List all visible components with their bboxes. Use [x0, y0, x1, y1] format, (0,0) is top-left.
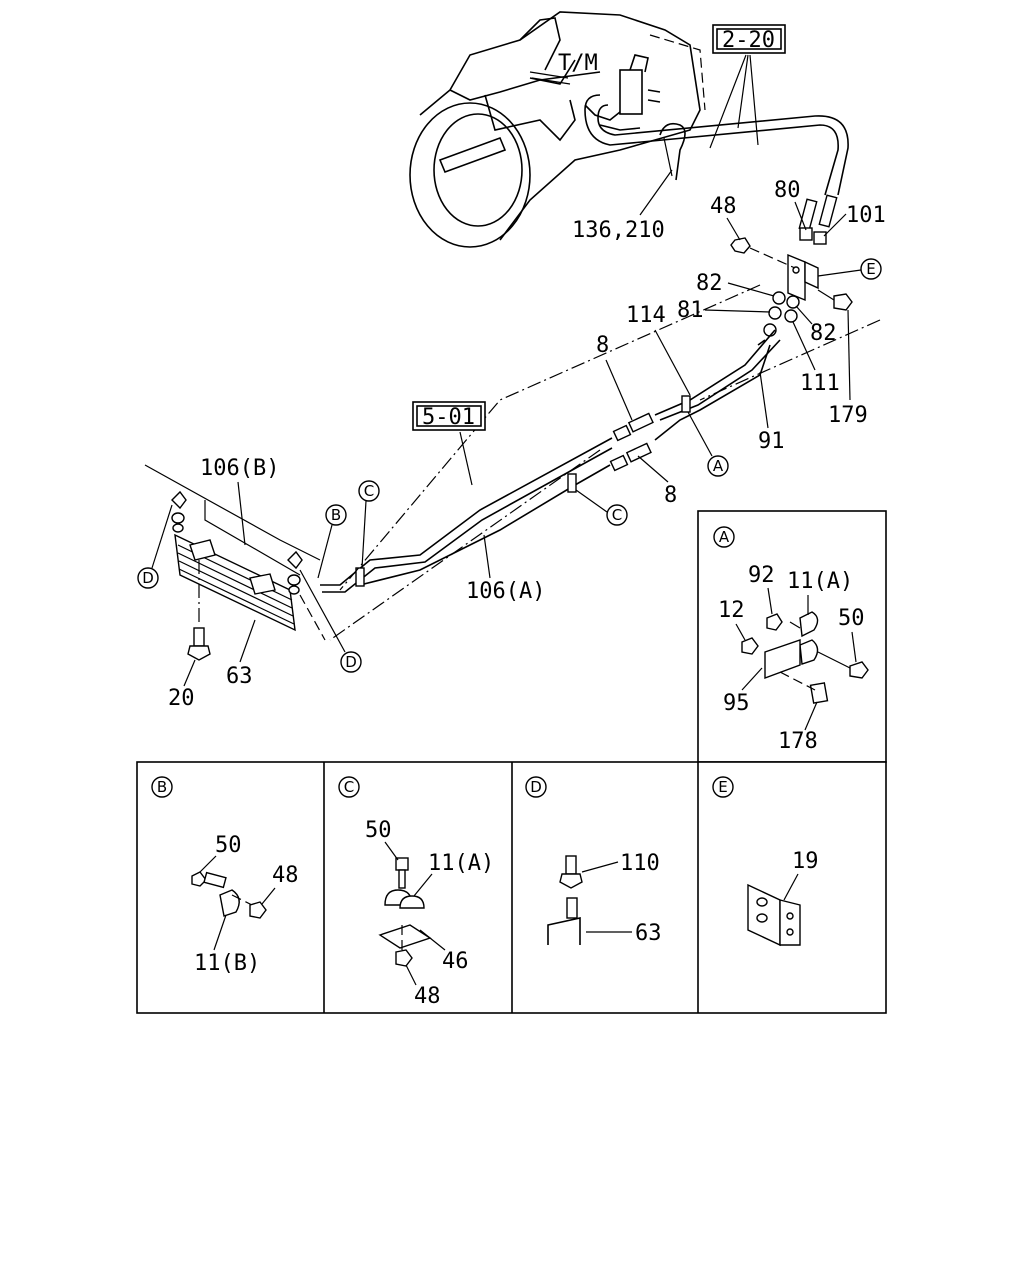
- detail-a-label-178: 178: [778, 729, 818, 754]
- detail-b-label-50: 50: [215, 833, 242, 858]
- detail-c-label-46: 46: [442, 949, 469, 974]
- detail-a-label-95: 95: [723, 691, 750, 716]
- label-82-left: 82: [696, 271, 723, 296]
- label-63: 63: [226, 664, 253, 689]
- detail-d-tag: D: [530, 778, 542, 796]
- label-179: 179: [828, 403, 868, 428]
- detail-b-panel: B 50 48 11(B): [151, 776, 299, 976]
- transmission-drawing: T/M: [409, 11, 706, 248]
- callout-c-main-2: C: [364, 482, 374, 500]
- callout-d-main-2: D: [345, 653, 357, 671]
- ref-5-01-text: 5-01: [422, 405, 475, 430]
- label-48-top: 48: [710, 194, 737, 219]
- label-8-bottom: 8: [664, 483, 677, 508]
- ref-box-5-01: 5-01: [412, 401, 486, 486]
- ref-box-2-20: 2-20: [709, 24, 786, 149]
- detail-b-label-48: 48: [272, 863, 299, 888]
- label-8-top: 8: [596, 333, 609, 358]
- callout-c-circle-1: [606, 504, 628, 526]
- label-20: 20: [168, 686, 195, 711]
- detail-a-label-11a: 11(A): [787, 569, 853, 594]
- detail-b-label-11b: 11(B): [194, 951, 260, 976]
- frame-line-2: [204, 500, 301, 576]
- detail-e-tag: E: [718, 778, 727, 796]
- callout-b-circle: [325, 504, 347, 526]
- detail-a-label-50: 50: [838, 606, 865, 631]
- label-81: 81: [677, 298, 704, 323]
- detail-b-tag: B: [157, 778, 167, 796]
- detail-a-label-92: 92: [748, 563, 775, 588]
- callout-d-circle-1: [137, 567, 159, 589]
- callout-b-main: B: [331, 506, 341, 524]
- callout-d-main-1: D: [142, 569, 154, 587]
- detail-c-tag: C: [344, 778, 354, 796]
- detail-a-tag: A: [719, 528, 730, 546]
- ref-2-20-text: 2-20: [722, 28, 775, 53]
- callout-c-circle-2: [358, 480, 380, 502]
- label-80: 80: [774, 178, 801, 203]
- label-82-right: 82: [810, 321, 837, 346]
- callout-a-main: A: [713, 457, 724, 475]
- detail-c-label-50: 50: [365, 818, 392, 843]
- detail-a-panel: A 92 11(A) 12 50 95 178: [697, 510, 887, 763]
- tm-label: T/M: [558, 51, 598, 76]
- label-106b: 106(B): [200, 456, 279, 481]
- bracket-area: [730, 194, 853, 346]
- detail-e-label-19: 19: [792, 849, 819, 874]
- label-136-210: 136,210: [572, 218, 665, 243]
- detail-a-label-12: 12: [718, 598, 745, 623]
- oil-pipes: [320, 284, 881, 641]
- detail-d-label-63: 63: [635, 921, 662, 946]
- detail-c-panel: C 50 11(A) 46 48: [338, 776, 494, 1009]
- label-111: 111: [800, 371, 840, 396]
- callout-d-circle-2: [340, 651, 362, 673]
- detail-d-panel: D 110 63: [525, 776, 662, 946]
- oil-cooler: [171, 490, 326, 661]
- detail-e-panel: E 19: [712, 776, 819, 947]
- label-114: 114: [626, 303, 666, 328]
- label-106a: 106(A): [466, 579, 545, 604]
- detail-c-label-48: 48: [414, 984, 441, 1009]
- detail-d-label-110: 110: [620, 851, 660, 876]
- tm-hoses: [584, 94, 849, 196]
- label-91: 91: [758, 429, 785, 454]
- detail-c-label-11a: 11(A): [428, 851, 494, 876]
- callout-c-main-1: C: [612, 506, 622, 524]
- frame-line: [144, 464, 321, 561]
- label-101: 101: [846, 203, 886, 228]
- callout-a-circle: [707, 455, 729, 477]
- callout-e-circle: [860, 258, 882, 280]
- callout-e-main: E: [866, 260, 875, 278]
